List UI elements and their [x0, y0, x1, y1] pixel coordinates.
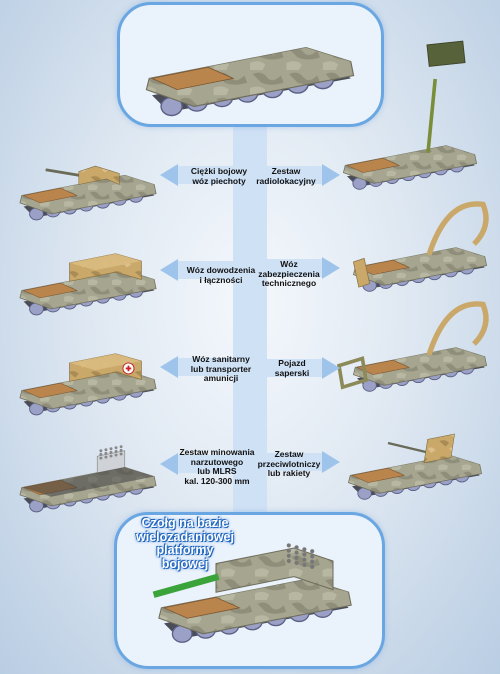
- heavy-ifv-vehicle-panel: [22, 187, 78, 204]
- mlrs-vehicle-tube-1-0: [99, 452, 103, 456]
- label-command-vehicle: Wóz dowodzenia i łączności: [186, 265, 256, 285]
- sapper-vehicle-mine-roller: [336, 356, 369, 390]
- mlrs-vehicle: [19, 445, 157, 513]
- arrow-left-2: [160, 356, 178, 378]
- label-heavy-ifv: Ciężki bojowy wóz piechoty: [190, 166, 248, 186]
- tank-vehicle-vls-2-0: [286, 548, 291, 553]
- mlrs-vehicle-tube-1-2: [109, 450, 113, 454]
- label-mlrs: Zestaw minowania narzutowego lub MLRS ka…: [179, 447, 255, 486]
- heavy-ifv-vehicle-gun: [45, 168, 80, 177]
- command-vehicle: [19, 253, 157, 316]
- anti-aircraft-vehicle-aa-turret: [423, 433, 455, 464]
- label-radar: Zestaw radiolokacyjny: [256, 166, 316, 186]
- heavy-ifv-vehicle-turret: [78, 165, 120, 185]
- tank-vehicle-vls-0-0: [286, 558, 291, 564]
- tank-vehicle-vls-3-3: [310, 549, 315, 554]
- tank-vehicle-vls-3-1: [294, 545, 299, 550]
- mlrs-vehicle-tube-0-0: [99, 456, 103, 460]
- tank-vehicle-vls-2-2: [302, 552, 307, 557]
- tank-vehicle-vls-3-2: [302, 547, 307, 552]
- radar-vehicle-mast: [426, 78, 437, 153]
- engineering-vehicle-panel: [356, 259, 411, 275]
- sapper-vehicle: [336, 301, 489, 392]
- anti-aircraft-vehicle-panel: [351, 467, 406, 483]
- medical-vehicle: [19, 353, 157, 416]
- arrow-left-1: [160, 259, 178, 281]
- mlrs-vehicle-launcher: [96, 450, 126, 474]
- label-engineering: Wóz zabezpieczenia technicznego: [258, 259, 320, 288]
- mlrs-vehicle-tube-1-1: [104, 451, 108, 455]
- tank-vehicle-vls-1-1: [294, 555, 299, 560]
- mlrs-vehicle-tube-1-4: [119, 448, 123, 452]
- arrow-right-2: [322, 357, 340, 379]
- mlrs-vehicle-tube-0-2: [109, 454, 113, 458]
- tank-vehicle-vls-0-3: [310, 564, 315, 569]
- radar-vehicle-radar-panel: [426, 40, 466, 67]
- heavy-ifv-vehicle: [19, 165, 157, 221]
- mlrs-vehicle-tube-2-0: [99, 449, 103, 453]
- connector-left-2: [178, 358, 233, 376]
- mlrs-vehicle-tube-2-2: [109, 447, 113, 451]
- mlrs-vehicle-tube-2-4: [119, 445, 123, 449]
- command-vehicle-panel: [22, 282, 78, 299]
- platform-title: Czołg na bazie wielozadaniowej platformy…: [136, 516, 234, 571]
- connector-right-3: [267, 453, 322, 471]
- anti-aircraft-vehicle: [347, 433, 483, 500]
- tank-vehicle-vls-0-2: [302, 562, 307, 567]
- anti-aircraft-vehicle-aa-gun: [387, 441, 427, 454]
- arrow-left-3: [160, 453, 178, 475]
- sapper-vehicle-crane-arm: [426, 301, 489, 356]
- arrow-right-3: [322, 451, 340, 473]
- tank-vehicle-vls-1-0: [286, 553, 291, 558]
- tank-vehicle-vls-3-0: [286, 543, 291, 548]
- connector-right-0: [267, 166, 322, 184]
- radar-vehicle-panel: [346, 157, 401, 173]
- engineering-vehicle-crane-arm: [426, 201, 489, 256]
- tank-vehicle-vls-2-1: [294, 550, 299, 555]
- connector-left-0: [178, 166, 233, 184]
- connector-right-1: [267, 259, 322, 277]
- mlrs-vehicle-tube-1-3: [114, 449, 118, 453]
- mlrs-vehicle-tube-0-4: [119, 452, 123, 456]
- arrow-right-1: [322, 257, 340, 279]
- medical-vehicle-panel: [22, 382, 78, 399]
- arrow-left-0: [160, 164, 178, 186]
- mlrs-vehicle-dark-deck: [23, 467, 155, 497]
- label-medical-ammo: Wóz sanitarny lub transporter amunicji: [190, 354, 252, 383]
- label-sapper: Pojazd saperski: [274, 358, 310, 378]
- sapper-vehicle-panel: [356, 359, 411, 375]
- mlrs-vehicle-tube-0-3: [114, 453, 118, 457]
- tank-vehicle-vls-1-2: [302, 557, 307, 562]
- tank-vehicle-tank-gun: [152, 573, 220, 598]
- mlrs-vehicle-tube-0-1: [104, 455, 108, 459]
- base-platform-vehicle-panel: [150, 66, 235, 91]
- medical-vehicle-cross-mark: [125, 365, 132, 372]
- mlrs-vehicle-tube-2-3: [114, 446, 118, 450]
- radar-vehicle: [342, 40, 478, 190]
- tank-vehicle-panel: [162, 596, 241, 619]
- command-vehicle-box-top: [69, 253, 142, 271]
- medical-vehicle-box-top: [69, 353, 142, 371]
- arrow-right-0: [322, 164, 340, 186]
- base-platform-vehicle: [145, 47, 355, 117]
- connector-left-1: [178, 261, 233, 279]
- engineering-vehicle: [352, 201, 489, 292]
- connector-spine: [233, 120, 267, 520]
- mlrs-vehicle-tube-2-1: [104, 448, 108, 452]
- tank-vehicle-vls-0-1: [294, 560, 299, 566]
- tank-vehicle-vls-1-3: [310, 559, 315, 564]
- label-anti-aircraft: Zestaw przeciwlotniczy lub rakiety: [257, 449, 321, 478]
- connector-left-3: [178, 455, 233, 473]
- tank-vehicle-vls-2-3: [310, 554, 315, 559]
- tank-vehicle: [152, 543, 352, 643]
- connector-right-2: [267, 359, 322, 377]
- engineering-vehicle-dozer-blade: [352, 257, 371, 288]
